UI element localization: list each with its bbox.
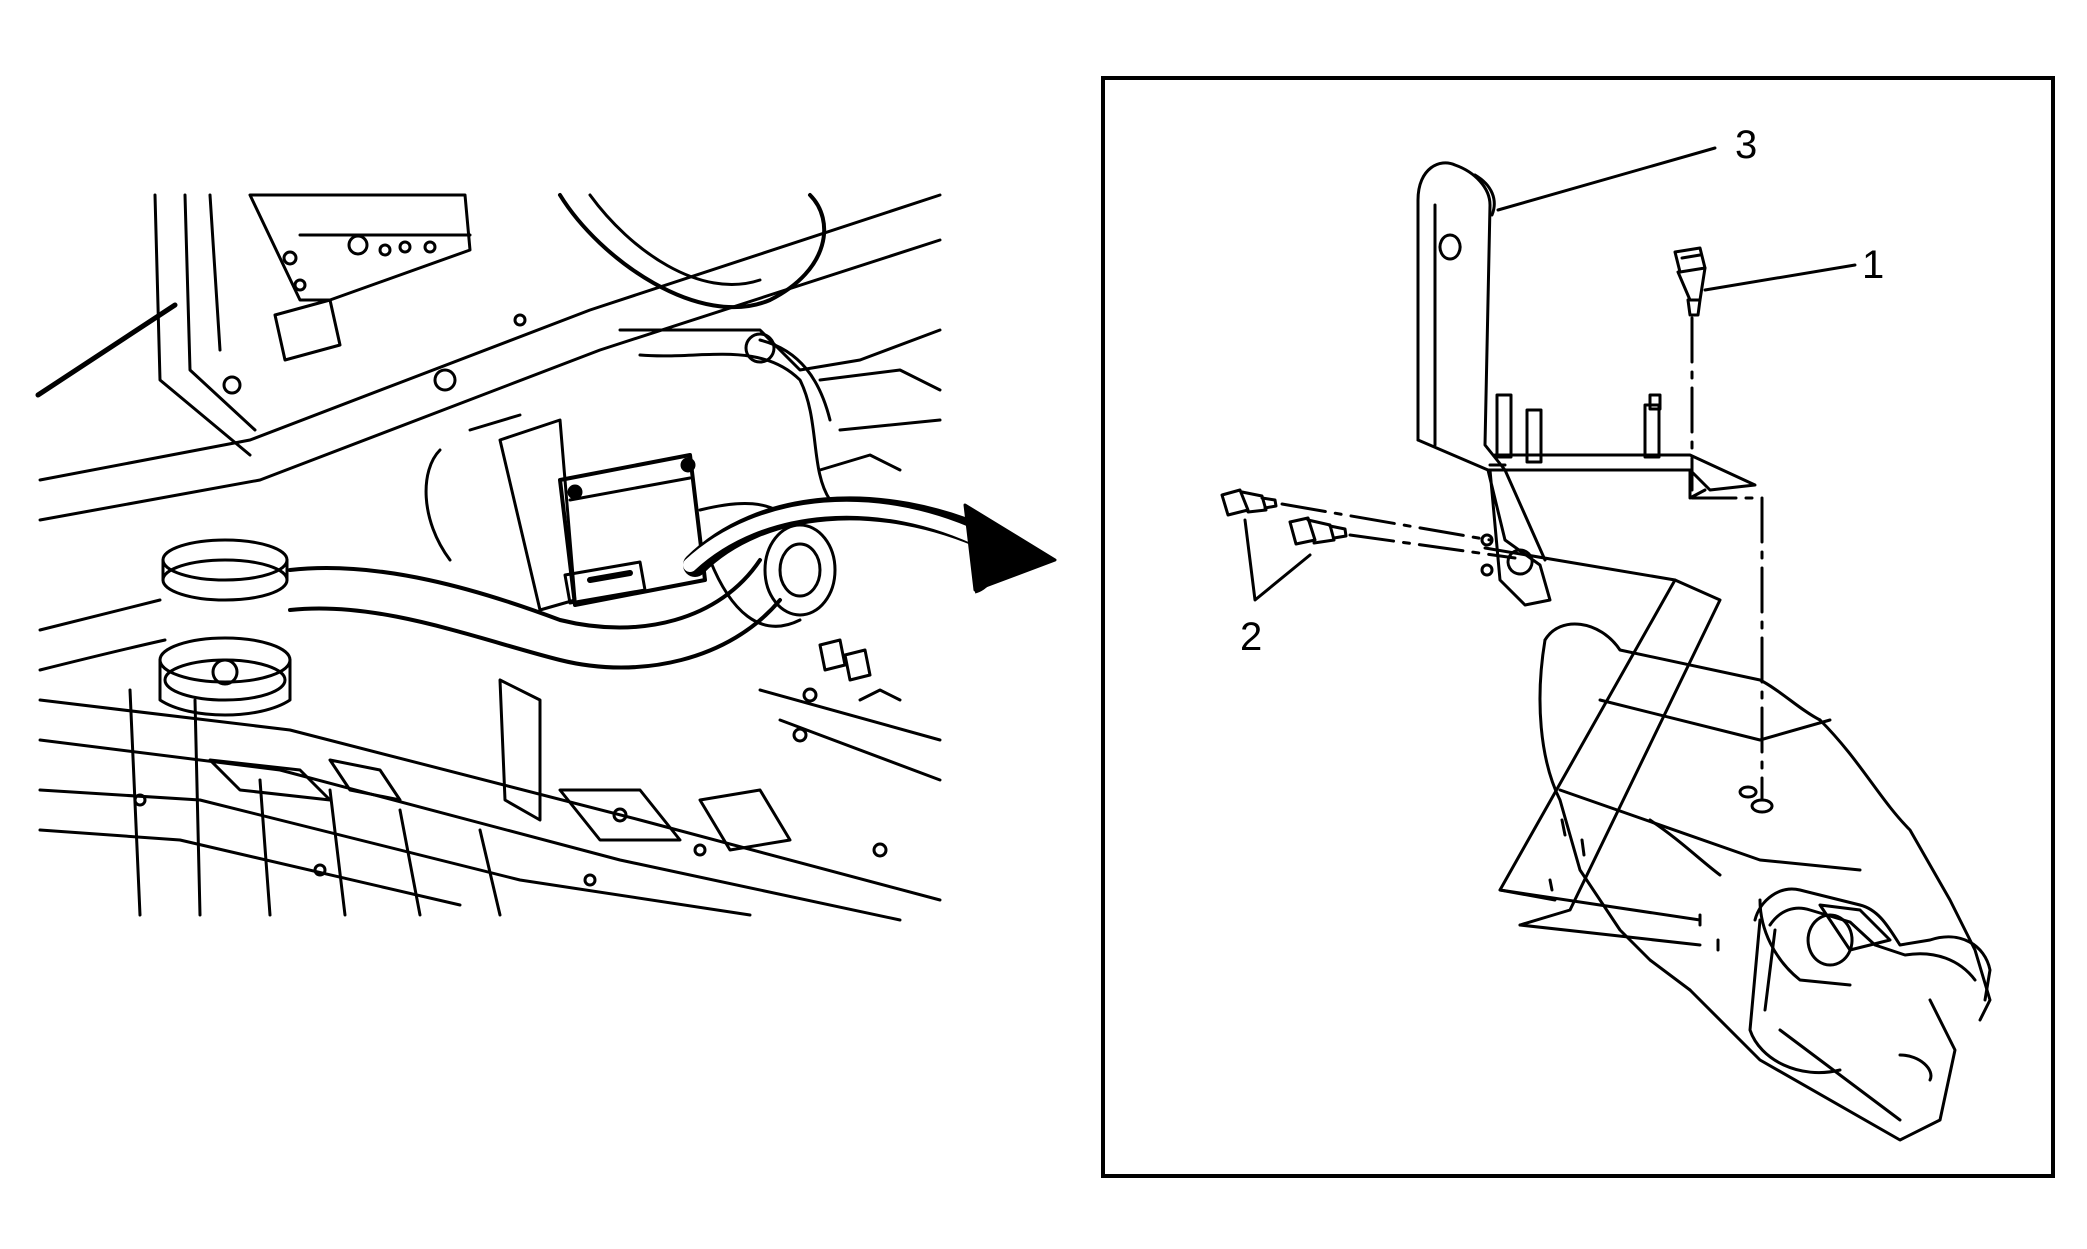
bolt-1 (1673, 246, 1707, 317)
callout-1: 1 (1862, 243, 1884, 287)
detail-panel-border (1101, 76, 2055, 1178)
callout-3: 3 (1735, 123, 1757, 167)
detail-illustration (1220, 146, 1992, 1142)
mounting-plane-outline (1483, 546, 1722, 952)
curved-arrow-right-icon (683, 496, 1057, 594)
bolts-2 (1220, 488, 1348, 546)
callout-2: 2 (1240, 615, 1262, 659)
overview-illustration (35, 193, 942, 922)
mounting-bracket (1416, 161, 1757, 607)
crossmember (1538, 622, 1992, 1142)
alignment-lines (1280, 316, 1764, 802)
